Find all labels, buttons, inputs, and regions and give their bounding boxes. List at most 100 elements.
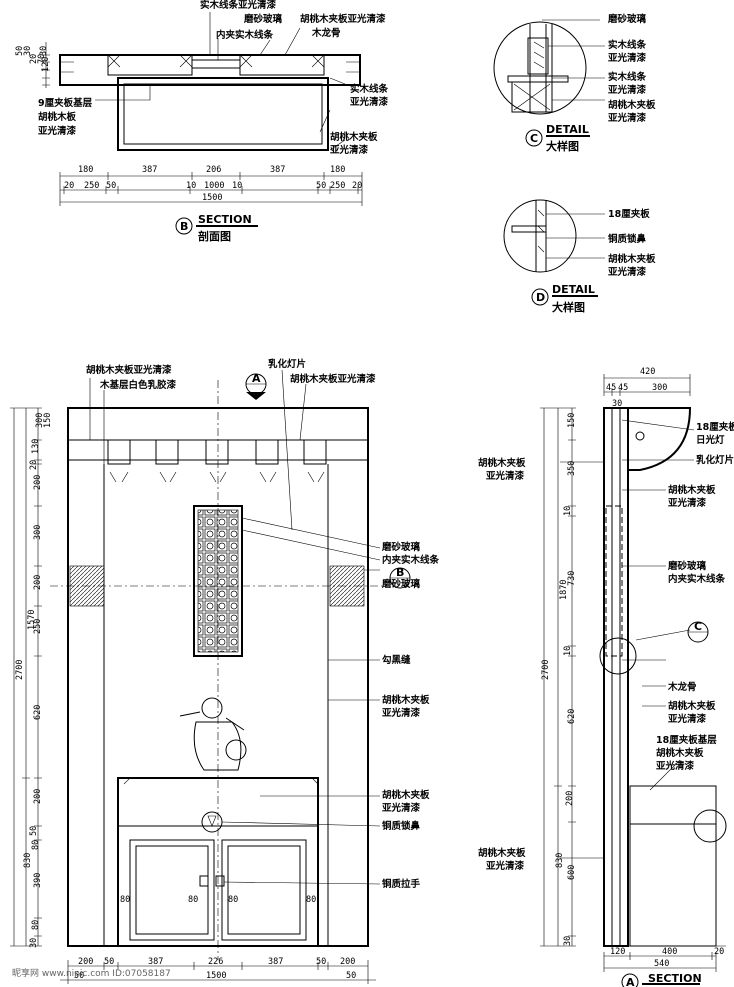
section-b-label-10: 亚光清漆 [38, 125, 77, 137]
section-a-label-7: 内夹实木线条 [668, 573, 726, 585]
elevation-dim-inner-4: 20 [29, 460, 39, 470]
elevation-label-right-9: 铜质锁鼻 [382, 820, 421, 832]
section-b-bottom-dims: 180 387 206 387 180 20 250 50 10 1000 10… [59, 165, 363, 206]
section-a-label-2: 日光灯 [696, 434, 725, 446]
elevation-dim-inner-14: 80 [31, 920, 41, 930]
section-a-label-11: 18厘夹板基层 [656, 734, 717, 746]
detail-c-label-1: 磨砂玻璃 [607, 13, 647, 25]
section-b-label-4: 胡桃木夹板亚光清漆 [300, 13, 386, 25]
section-b-dim-mid-7: 50 [316, 181, 326, 191]
elevation-dim-bottom-7: 200 [340, 957, 355, 967]
detail-d-label-4: 亚光清漆 [608, 266, 647, 278]
section-a-label-10: 亚光清漆 [668, 713, 707, 725]
section-a-marker [621, 973, 639, 987]
elevation-drawing [50, 369, 390, 960]
brass-handle-right [215, 875, 225, 887]
section-b-dim-left-2: 20 [29, 54, 39, 64]
section-a-dim-inner-3: 10 [563, 506, 573, 516]
elevation-dim-bottom-2: 50 [104, 957, 114, 967]
elevation-handle-dims: 80 80 80 80 [120, 895, 316, 905]
section-b-dim-top-4: 387 [270, 165, 285, 175]
elevation-dim-inner-13: 390 [33, 873, 43, 888]
detail-c-drawing [493, 19, 605, 115]
section-b-dim-left-6: 50 [15, 46, 25, 56]
section-a-left-label-2: 亚光清漆 [486, 470, 525, 482]
section-a-dim-inner-2: 350 [567, 461, 577, 476]
section-b-marker-letter: B [180, 220, 188, 233]
detail-d-marker-letter: D [536, 291, 545, 304]
section-a-label-3: 乳化灯片 [696, 454, 734, 466]
section-a-dim-outer-2: 1870 [559, 580, 569, 600]
section-a-label-12: 胡桃木夹板 [656, 747, 704, 759]
elevation-marker-b-letter: B [396, 566, 404, 579]
elevation-dim-bottom-1: 200 [78, 957, 93, 967]
section-a-marker-c-letter: C [694, 620, 702, 633]
elevation-dim-bottom-3: 387 [148, 957, 163, 967]
detail-d-label-1: 18厘夹板 [608, 208, 650, 220]
section-b-left-dims: 120 20 70 30 30 50 [15, 42, 51, 88]
elevation-label-right-7: 胡桃木夹板 [382, 789, 430, 801]
detail-d-title: DETAIL [552, 283, 595, 296]
section-b-label-3: 内夹实木线条 [216, 29, 274, 41]
elevation-label-right-6: 亚光清漆 [382, 707, 421, 719]
section-a-dim-inner-8: 600 [567, 865, 577, 880]
elevation-label-right-8: 亚光清漆 [382, 802, 421, 814]
detail-c-label-6: 胡桃木夹板 [608, 99, 656, 111]
detail-c-label-3: 亚光清漆 [608, 52, 647, 64]
detail-c-circle [493, 21, 587, 115]
section-b-dim-mid-9: 20 [352, 181, 362, 191]
elevation-dim-outer-2: 1570 [27, 610, 37, 630]
detail-c-label-7: 亚光清漆 [608, 112, 647, 124]
light-box [628, 407, 692, 471]
detail-c-label-4: 实木线条 [608, 71, 647, 83]
elevation-markers: A B [245, 372, 411, 589]
detail-c-labels: 磨砂玻璃 实木线条 亚光清漆 实木线条 亚光清漆 胡桃木夹板 亚光清漆 [607, 13, 656, 124]
section-a-dim-inner-1: 150 [567, 413, 577, 428]
section-a-label-6: 磨砂玻璃 [667, 560, 707, 572]
section-a-label-4: 胡桃木夹板 [668, 484, 716, 496]
elevation-label-right-4: 勾黑缝 [382, 654, 411, 666]
cabinet-body [117, 77, 329, 151]
section-a-label-5: 亚光清漆 [668, 497, 707, 509]
section-b-dim-mid-1: 20 [64, 181, 74, 191]
elevation-label-right-5: 胡桃木夹板 [382, 694, 430, 706]
detail-c-title: DETAIL [546, 123, 589, 136]
elevation-left-dims: 2700 1570 830 300 150 130 20 200 300 200… [10, 407, 53, 948]
section-a-dim-bottom-4: 540 [654, 959, 669, 969]
elevation-label-top-3: 乳化灯片 [268, 358, 306, 370]
elevation-bottom-dims: 200 50 387 226 387 50 200 50 1500 50 [60, 957, 376, 984]
detail-d-label-2: 铜质锁鼻 [608, 233, 647, 245]
section-a-top-dims: 420 45 45 300 30 [603, 367, 691, 409]
detail-c-marker [525, 129, 543, 147]
section-b-dim-mid-8: 250 [330, 181, 345, 191]
section-b-label-5: 木龙骨 [311, 27, 341, 39]
elevation-dim-inner-3: 130 [31, 439, 41, 454]
detail-c-title-block: C DETAIL 大样图 [525, 123, 590, 153]
elevation-dim-inner-8: 250 [33, 619, 43, 634]
elevation-label-top-2: 木基层白色乳胶漆 [99, 379, 177, 391]
elevation-marker-a-letter: A [252, 372, 261, 385]
detail-c-label-2: 实木线条 [608, 39, 647, 51]
elevation-dim-inner-10: 200 [33, 789, 43, 804]
detail-d-circle [503, 199, 577, 273]
detail-d-drawing [503, 199, 605, 273]
section-a-label-13: 亚光清漆 [656, 760, 695, 772]
section-a-dim-inner-7: 200 [565, 791, 575, 806]
elevation-label-right-1: 磨砂玻璃 [381, 541, 421, 553]
elevation-handle-dim-1: 80 [120, 895, 130, 905]
section-a-dim-inner-6: 620 [567, 709, 577, 724]
detail-d-subtitle: 大样图 [552, 300, 585, 314]
elevation-dim-outer-3: 830 [23, 853, 33, 868]
watermark-text: 昵享网 www.nipic.com ID:07058187 [12, 967, 171, 979]
section-b-dim-mid-3: 50 [106, 181, 116, 191]
section-b-marker [175, 217, 193, 235]
section-a-dim-bottom-3: 20 [714, 947, 724, 957]
section-a-label-8: 木龙骨 [667, 681, 697, 693]
section-a-marker-c: C [687, 620, 709, 643]
section-b-title-block: B SECTION 剖面图 [175, 213, 258, 243]
elevation-label-top-1: 胡桃木夹板亚光清漆 [86, 364, 172, 376]
section-b-label-9: 胡桃木板 [38, 111, 77, 123]
brass-lock-plate [201, 811, 223, 833]
elevation-dim-bottom-5: 387 [268, 957, 283, 967]
section-b-dim-left-5: 30 [23, 46, 33, 56]
